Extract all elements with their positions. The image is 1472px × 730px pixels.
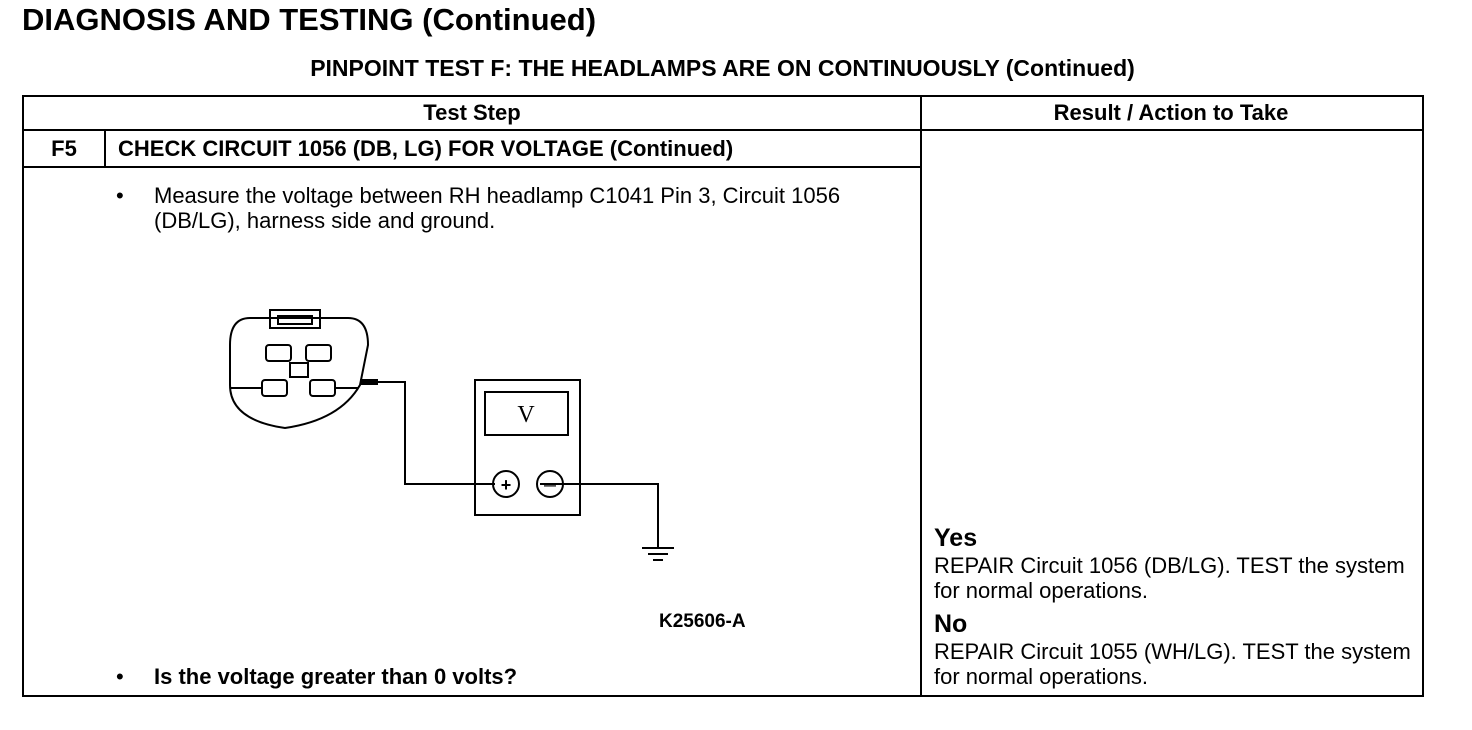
figure-id: K25606-A (659, 611, 746, 632)
result-no-action: REPAIR Circuit 1055 (WH/LG). TEST the sy… (934, 639, 1411, 689)
test-lead-wire (360, 379, 659, 548)
result-yes-label: Yes (934, 524, 978, 552)
result-no-label: No (934, 610, 968, 638)
meter-display-symbol: V (517, 402, 535, 428)
result-yes-action: REPAIR Circuit 1056 (DB/LG). TEST the sy… (934, 553, 1405, 603)
voltmeter-test-diagram: V + — (229, 309, 674, 561)
header-test-step: Test Step (423, 100, 521, 125)
step-instruction: Measure the voltage between RH headlamp … (154, 183, 841, 233)
bullet: • (116, 183, 124, 208)
voltmeter-icon (474, 379, 581, 516)
headlamp-connector-icon (229, 309, 370, 430)
header-row-divider (22, 129, 1422, 131)
header-result-action: Result / Action to Take (1053, 100, 1289, 125)
step-question: Is the voltage greater than 0 volts? (154, 664, 518, 689)
step-title: CHECK CIRCUIT 1056 (DB, LG) FOR VOLTAGE … (118, 136, 734, 161)
pinpoint-test-title: PINPOINT TEST F: THE HEADLAMPS ARE ON CO… (310, 55, 1135, 81)
section-title: DIAGNOSIS AND TESTING (Continued) (22, 2, 597, 37)
positive-terminal-symbol: + (501, 475, 512, 495)
test-table (22, 95, 1424, 697)
step-id-divider (104, 129, 106, 167)
column-divider (920, 95, 922, 695)
step-id: F5 (51, 136, 77, 161)
step-title-row-divider (22, 166, 922, 168)
bullet: • (116, 664, 124, 689)
negative-terminal-symbol: — (544, 478, 556, 492)
ground-icon (642, 547, 674, 561)
